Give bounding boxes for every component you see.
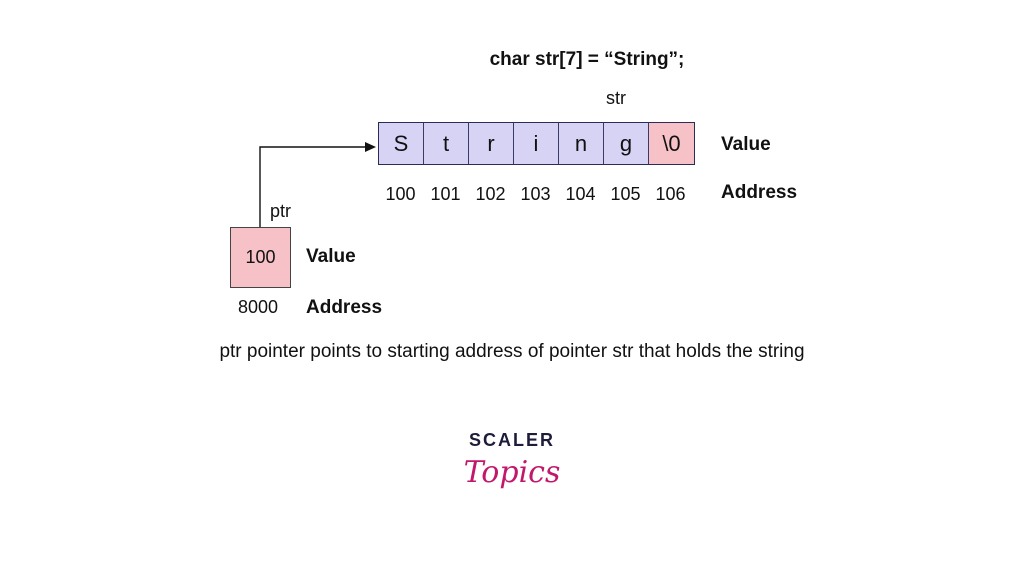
cell-address: 100 [385, 184, 416, 204]
array-cell: t [424, 123, 469, 164]
cell-address: 106 [655, 184, 686, 204]
array-cell: i [514, 123, 559, 164]
pointer-box: 100 [230, 227, 291, 288]
cell-address: 102 [475, 184, 506, 204]
arrow-line [259, 146, 366, 227]
array-cell: g [604, 123, 649, 164]
caption: ptr pointer points to starting address o… [219, 341, 805, 362]
cell-address: 103 [520, 184, 551, 204]
pointer-value-label: Value [306, 246, 356, 267]
cell-address: 101 [430, 184, 461, 204]
logo-topics-text: Topics [464, 455, 561, 490]
char-array: S t r i n g \0 [378, 122, 695, 165]
logo-topics-script: Topics [464, 455, 561, 490]
pointer-address-label: Address [306, 297, 383, 318]
pointer-name-label: ptr [270, 201, 292, 221]
array-name-label: str [606, 88, 626, 108]
pointer-value: 100 [245, 247, 276, 267]
cell-address: 104 [565, 184, 596, 204]
pointer-address: 8000 [238, 297, 279, 317]
array-address-label: Address [721, 182, 798, 203]
array-cell: r [469, 123, 514, 164]
cell-address: 105 [610, 184, 641, 204]
array-cell: S [379, 123, 424, 164]
arrow-head [365, 142, 376, 152]
diagram-title: char str[7] = “String”; [489, 49, 685, 70]
null-terminator-cell: \0 [649, 123, 694, 164]
logo-scaler-text: SCALER [468, 430, 555, 450]
array-value-label: Value [721, 134, 771, 155]
scaler-topics-logo: SCALER Topics [462, 430, 562, 510]
array-cell: n [559, 123, 604, 164]
address-row: 100 101 102 103 104 105 106 [378, 184, 693, 205]
